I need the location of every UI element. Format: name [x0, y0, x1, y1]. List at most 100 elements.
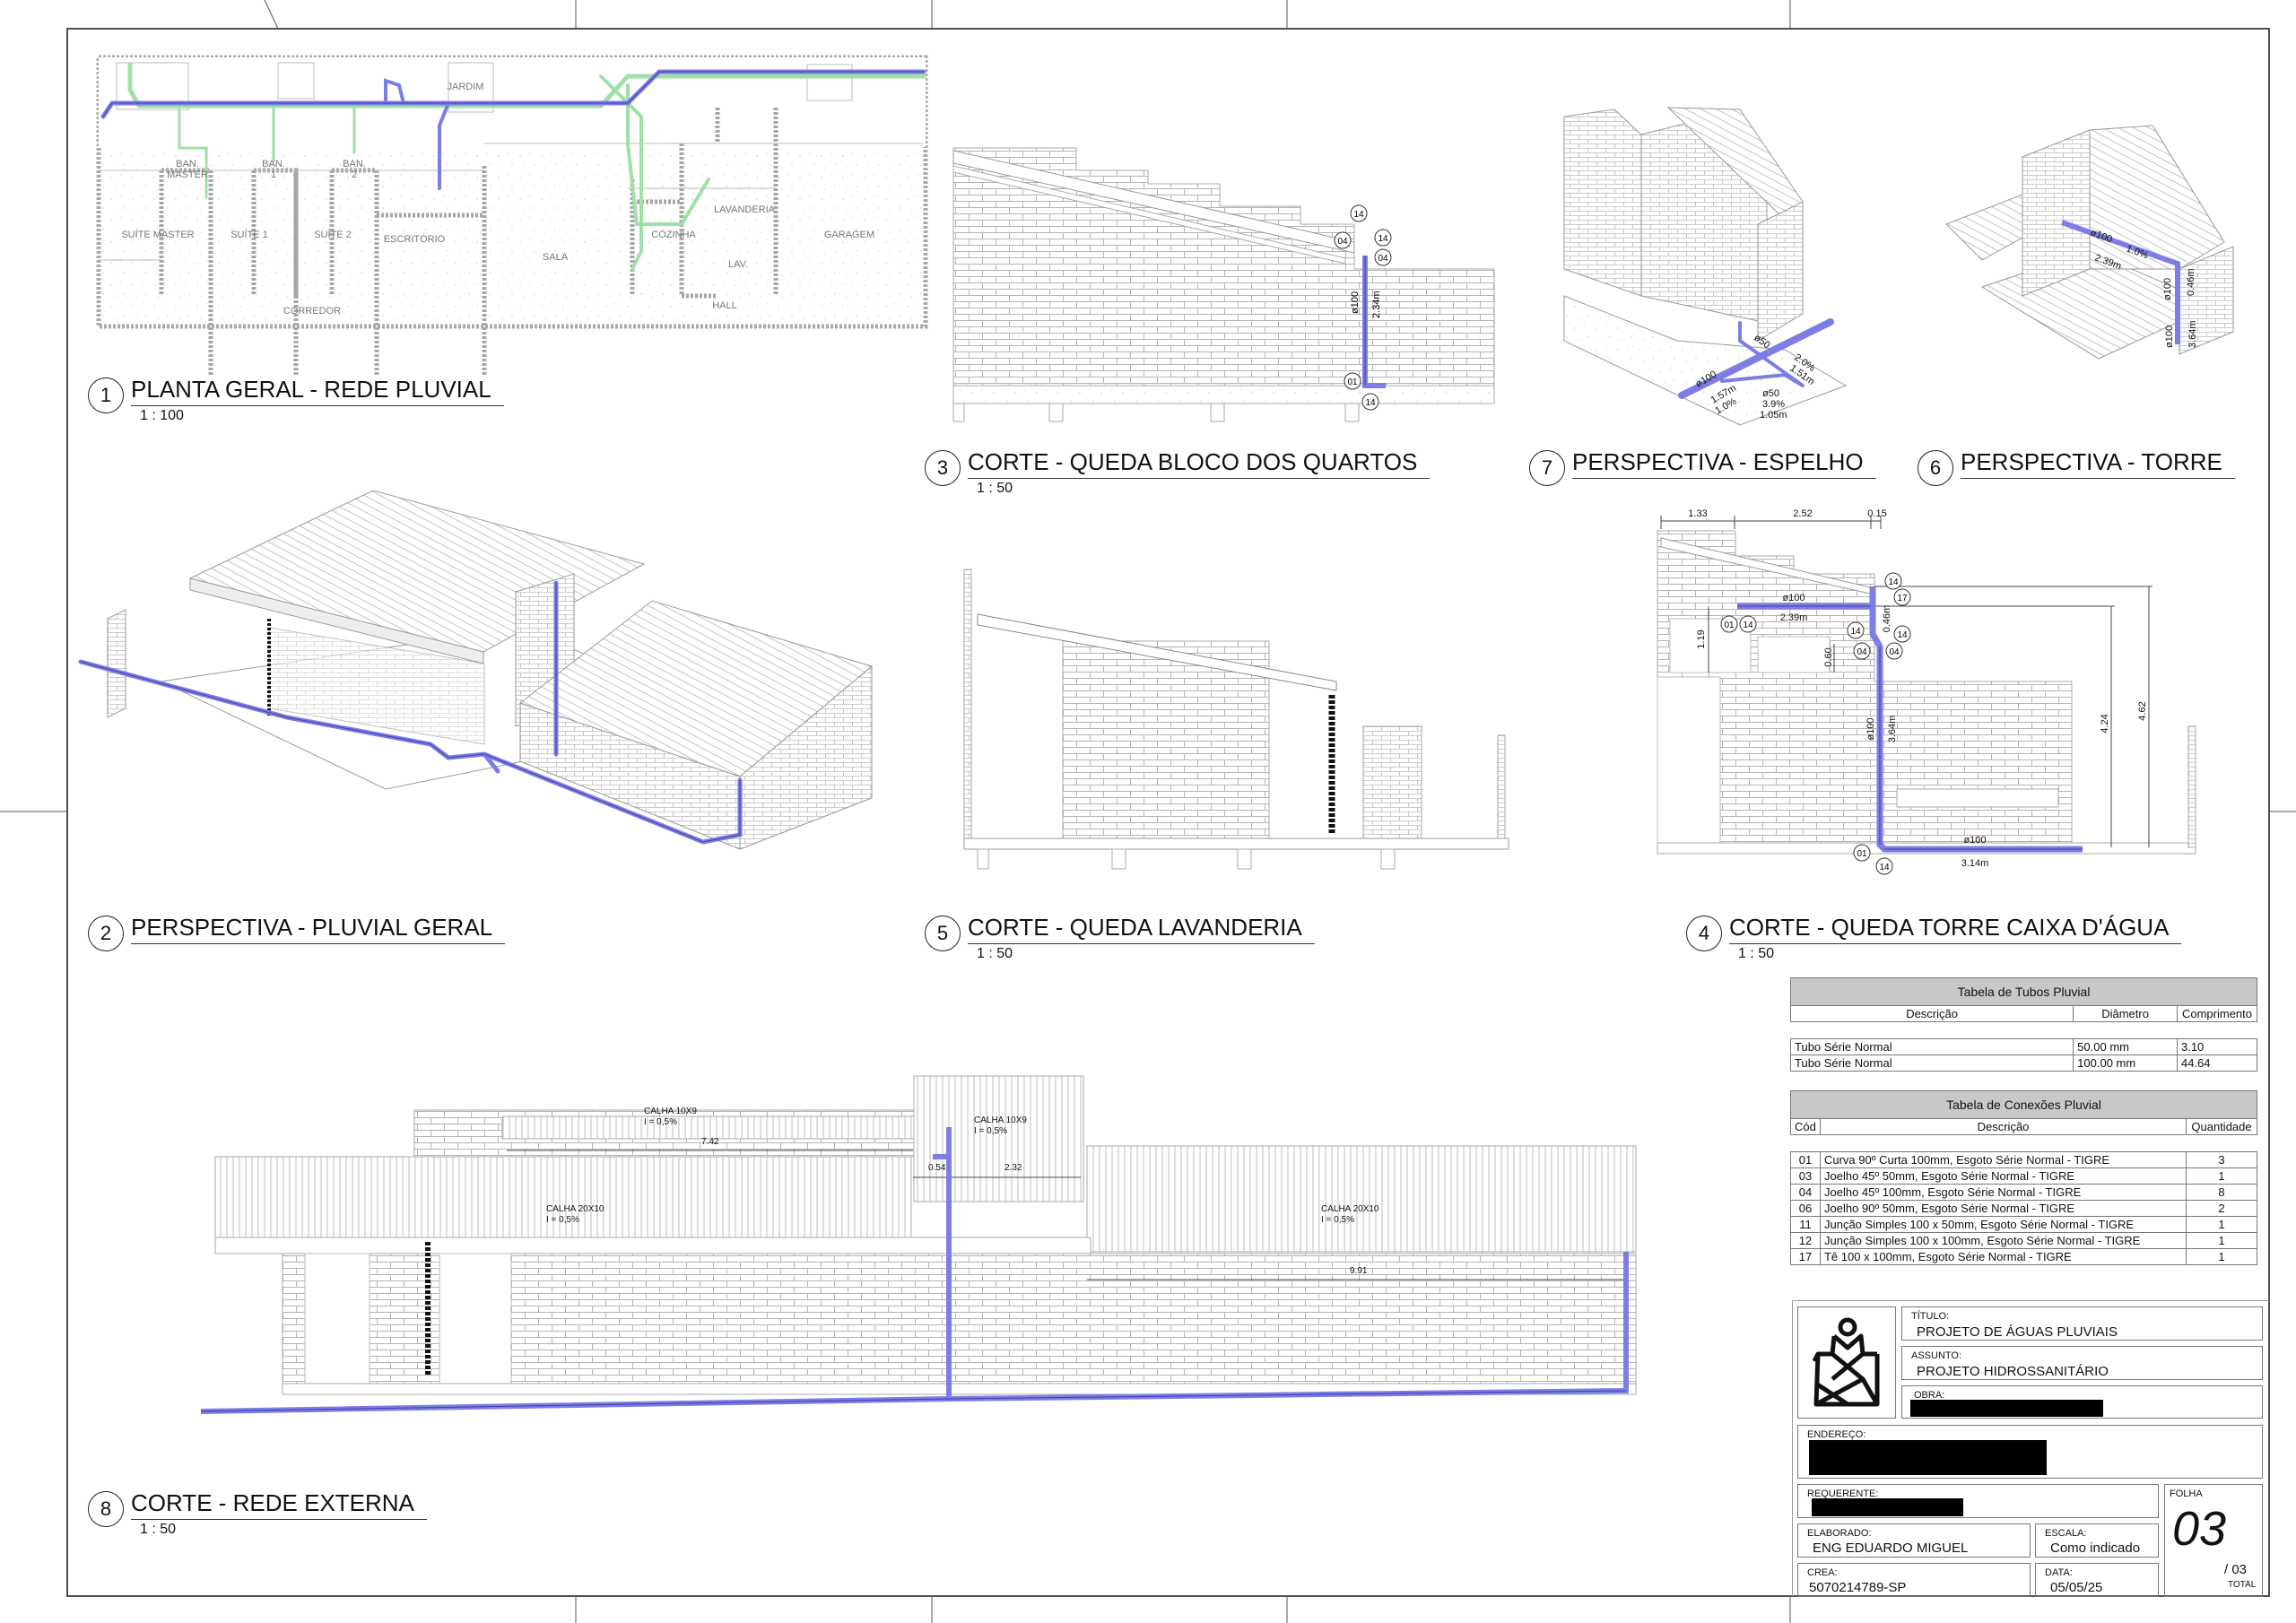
cell-quantity: 3 [2186, 1151, 2257, 1168]
column-header: Descrição [1819, 1118, 2187, 1135]
fitting-callout: 14 [1374, 229, 1392, 247]
pipe-label: 1.05m [1760, 410, 1787, 421]
perspective-torre-view: ø100 1.0% 2.39m ø100 0.46m ø100 3.64m [1945, 125, 2234, 360]
section-rede-externa-view: CALHA 10X9 I = 0,5% 7.42 CALHA 10X9 I = … [200, 1075, 1637, 1414]
cell-quantity: 1 [2186, 1216, 2257, 1233]
fitting-callout: 14 [1847, 621, 1865, 639]
fitting-callout: 01 [1853, 844, 1871, 862]
column-header: Cód [1790, 1118, 1821, 1135]
field-label: ENDEREÇO: [1807, 1429, 1866, 1440]
escala-field: ESCALA: Como indicado [2035, 1523, 2159, 1558]
company-logo-icon [1812, 1317, 1880, 1407]
room-label: LAV. [728, 259, 748, 270]
field-label: REQUERENTE: [1807, 1488, 1879, 1499]
pipe-label: 0.46m [1882, 605, 1892, 633]
cell-code: 17 [1790, 1248, 1821, 1265]
fitting-code: 14 [1897, 630, 1908, 640]
cell-description: Joelho 90º 50mm, Esgoto Série Normal - T… [1819, 1200, 2187, 1217]
pipe-label: ø100 [1866, 717, 1876, 740]
view-number: 3 [925, 450, 961, 486]
cell-code: 11 [1790, 1216, 1821, 1233]
sheet-total: / 03 [2224, 1562, 2248, 1577]
fitting-code: 04 [1889, 647, 1900, 657]
fitting-callout: 14 [1739, 615, 1757, 633]
requerente-field: REQUERENTE: [1797, 1484, 2159, 1518]
fitting-callout: 17 [1893, 588, 1911, 606]
room-label: SUÍTE 1 [230, 229, 268, 240]
endereco-field: ENDEREÇO: [1797, 1425, 2263, 1479]
fitting-code: 01 [1724, 621, 1735, 630]
fitting-code: 14 [1378, 234, 1388, 244]
cell-quantity: 1 [2186, 1232, 2257, 1249]
field-value: 5070214789-SP [1809, 1580, 1907, 1595]
room-label: MASTER [167, 169, 208, 180]
room-label: COZINHA [651, 230, 696, 240]
gutter-label: CALHA 10X9 [644, 1107, 697, 1116]
fitting-callout: 04 [1885, 642, 1903, 660]
view-scale: 1 : 50 [977, 481, 1013, 496]
fitting-code: 14 [1353, 210, 1364, 220]
gutter-slope: I = 0,5% [1321, 1215, 1354, 1225]
pipe-diameter: ø100 [1350, 291, 1361, 314]
view-number: 1 [88, 378, 124, 413]
logo-box [1797, 1306, 1896, 1419]
redacted-endereco [1809, 1440, 2047, 1475]
column-header: Comprimento [2176, 1005, 2258, 1022]
dimension: 7.42 [701, 1137, 719, 1147]
field-label: OBRA: [1914, 1390, 1945, 1401]
cell-description: Curva 90º Curta 100mm, Esgoto Série Norm… [1819, 1151, 2187, 1168]
gutter-label: CALHA 10X9 [974, 1115, 1027, 1125]
room-label: CORREDOR [283, 306, 341, 317]
cell-diameter: 50.00 mm [2073, 1038, 2178, 1055]
cell-description: Joelho 45º 100mm, Esgoto Série Normal - … [1819, 1184, 2187, 1201]
view-scale: 1 : 50 [1738, 946, 1775, 961]
field-label: DATA: [2045, 1567, 2073, 1578]
fitting-code: 14 [1850, 627, 1861, 637]
dimension: 0.60 [1823, 647, 1834, 666]
view-number: 7 [1529, 450, 1565, 486]
view-number: 8 [88, 1491, 124, 1527]
table-row: Tubo Série Normal 100.00 mm 44.64 [1789, 1055, 2258, 1072]
blue-pipe [2060, 220, 2180, 344]
pipe-label: 3.14m [1961, 858, 1989, 869]
cell-description: Junção Simples 100 x 100mm, Esgoto Série… [1819, 1232, 2187, 1249]
view-scale: 1 : 100 [140, 408, 184, 423]
data-field: DATA: 05/05/25 [2035, 1563, 2159, 1597]
pipe-label: 0.46m [2186, 268, 2196, 296]
field-label: ASSUNTO: [1911, 1350, 1962, 1361]
redacted-requerente [1812, 1498, 1963, 1516]
room-label: GARAGEM [824, 230, 874, 240]
dimension: 1.19 [1696, 629, 1707, 648]
field-value: ENG EDUARDO MIGUEL [1813, 1541, 1969, 1556]
cell-description: Junção Simples 100 x 50mm, Esgoto Série … [1819, 1216, 2187, 1233]
gutter-label: CALHA 20X10 [1321, 1204, 1379, 1214]
pipe-label: ø100 [1782, 593, 1805, 603]
fitting-code: 14 [1879, 863, 1890, 872]
room-label: SUÍTE MASTER [121, 229, 194, 240]
cell-quantity: 1 [2186, 1167, 2257, 1185]
room-label: LAVANDERIA [714, 204, 776, 215]
room-label: 2 [352, 169, 357, 180]
fitting-code: 04 [1857, 647, 1867, 657]
view-title: CORTE - REDE EXTERNA [131, 1489, 427, 1520]
fitting-code: 04 [1378, 254, 1388, 264]
gutter-label: CALHA 20X10 [546, 1204, 604, 1214]
fitting-code: 04 [1337, 237, 1348, 247]
cell-code: 01 [1790, 1151, 1821, 1168]
dimension: 0.15 [1867, 508, 1886, 519]
dimension: 0.54 [928, 1163, 946, 1173]
field-label: ESCALA: [2045, 1528, 2087, 1539]
assunto-field: ASSUNTO: PROJETO HIDROSSANITÁRIO [1901, 1346, 2263, 1380]
view-scale: 1 : 50 [140, 1522, 177, 1537]
room-label: 1 [271, 169, 276, 180]
cell-description: Tubo Série Normal [1789, 1038, 2074, 1055]
fitting-code: 14 [1888, 577, 1899, 587]
field-value: PROJETO DE ÁGUAS PLUVIAIS [1917, 1324, 2118, 1340]
fitting-callout: 14 [1884, 572, 1902, 590]
